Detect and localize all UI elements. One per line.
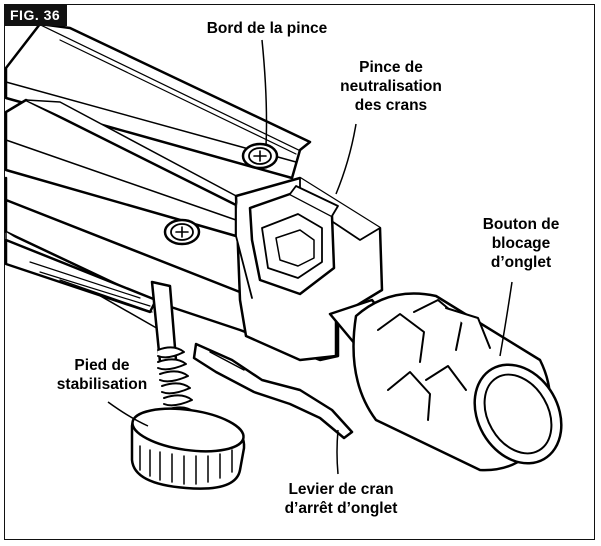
miter-lock-knob	[352, 292, 563, 472]
lower-arm	[4, 238, 158, 314]
screw-upper	[241, 142, 279, 170]
callout-clamp-edge: Bord de la pince	[206, 20, 328, 37]
leader-miter-lock-knob	[499, 281, 513, 357]
callout-detent-override-clamp: Pince de neutralisation des crans	[340, 59, 442, 114]
leader-detent-lever	[336, 429, 339, 475]
leader-stabilizer-foot	[107, 401, 149, 427]
upper-rail	[4, 22, 302, 180]
callout-miter-detent-lever: Levier de cran d’arrêt d’onglet	[284, 481, 398, 517]
callout-stabilizer-foot: Pied de stabilisation	[56, 357, 148, 393]
leader-clamp-edge	[261, 39, 268, 147]
callout-miter-lock-knob: Bouton de blocage d’onglet	[482, 216, 560, 271]
figure-number-badge: FIG. 36	[4, 4, 68, 26]
leader-detent-override	[335, 123, 357, 195]
foot-knob	[130, 407, 246, 490]
detent-lever	[192, 342, 354, 440]
screw-lower	[163, 218, 201, 246]
